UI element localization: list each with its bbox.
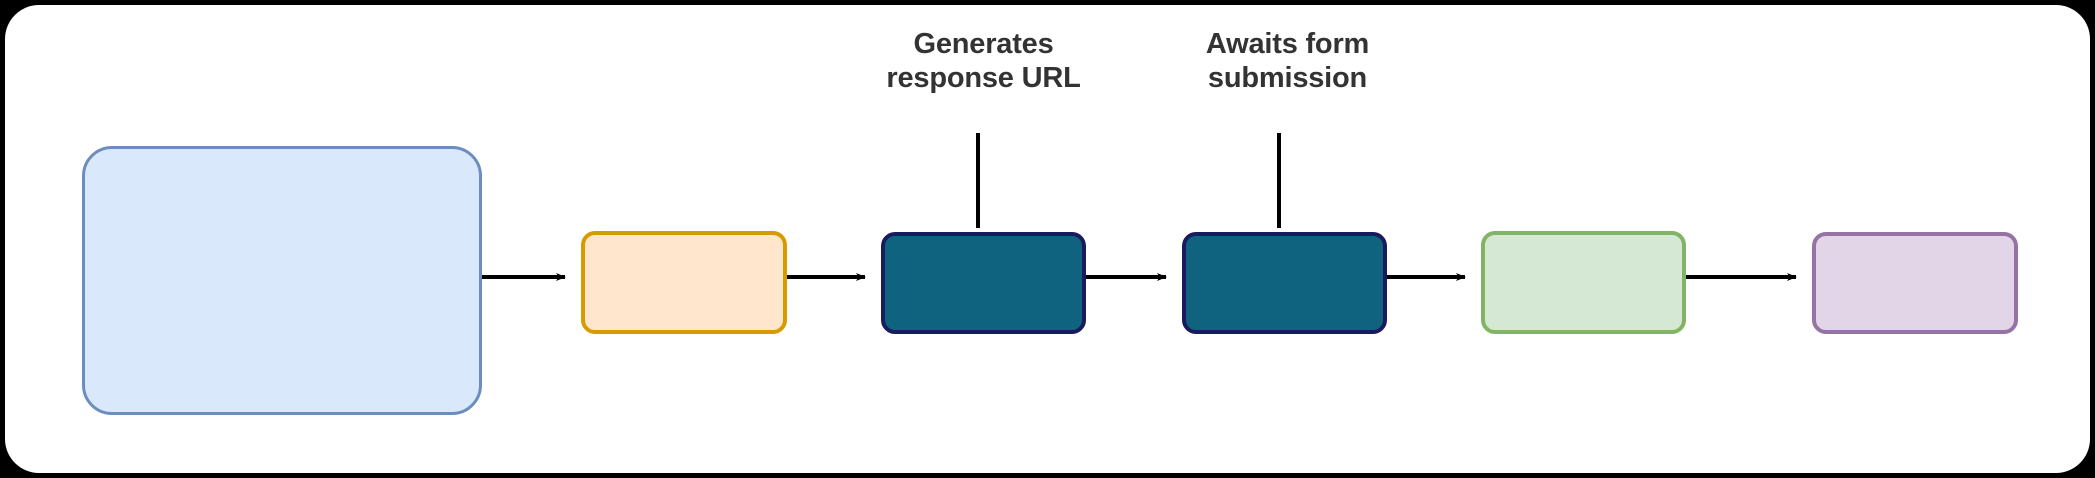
node-result[interactable]	[1812, 232, 2018, 334]
node-request[interactable]	[581, 231, 787, 334]
node-process[interactable]	[1481, 231, 1686, 334]
diagram-canvas: Generates response URL Awaits form submi…	[5, 5, 2090, 473]
annotation-generates-response-url: Generates response URL	[886, 28, 1081, 94]
annotation-awaits-form-submission: Awaits form submission	[1205, 28, 1370, 94]
node-generate[interactable]	[881, 232, 1086, 334]
node-await[interactable]	[1182, 232, 1387, 334]
node-client[interactable]	[82, 146, 482, 415]
